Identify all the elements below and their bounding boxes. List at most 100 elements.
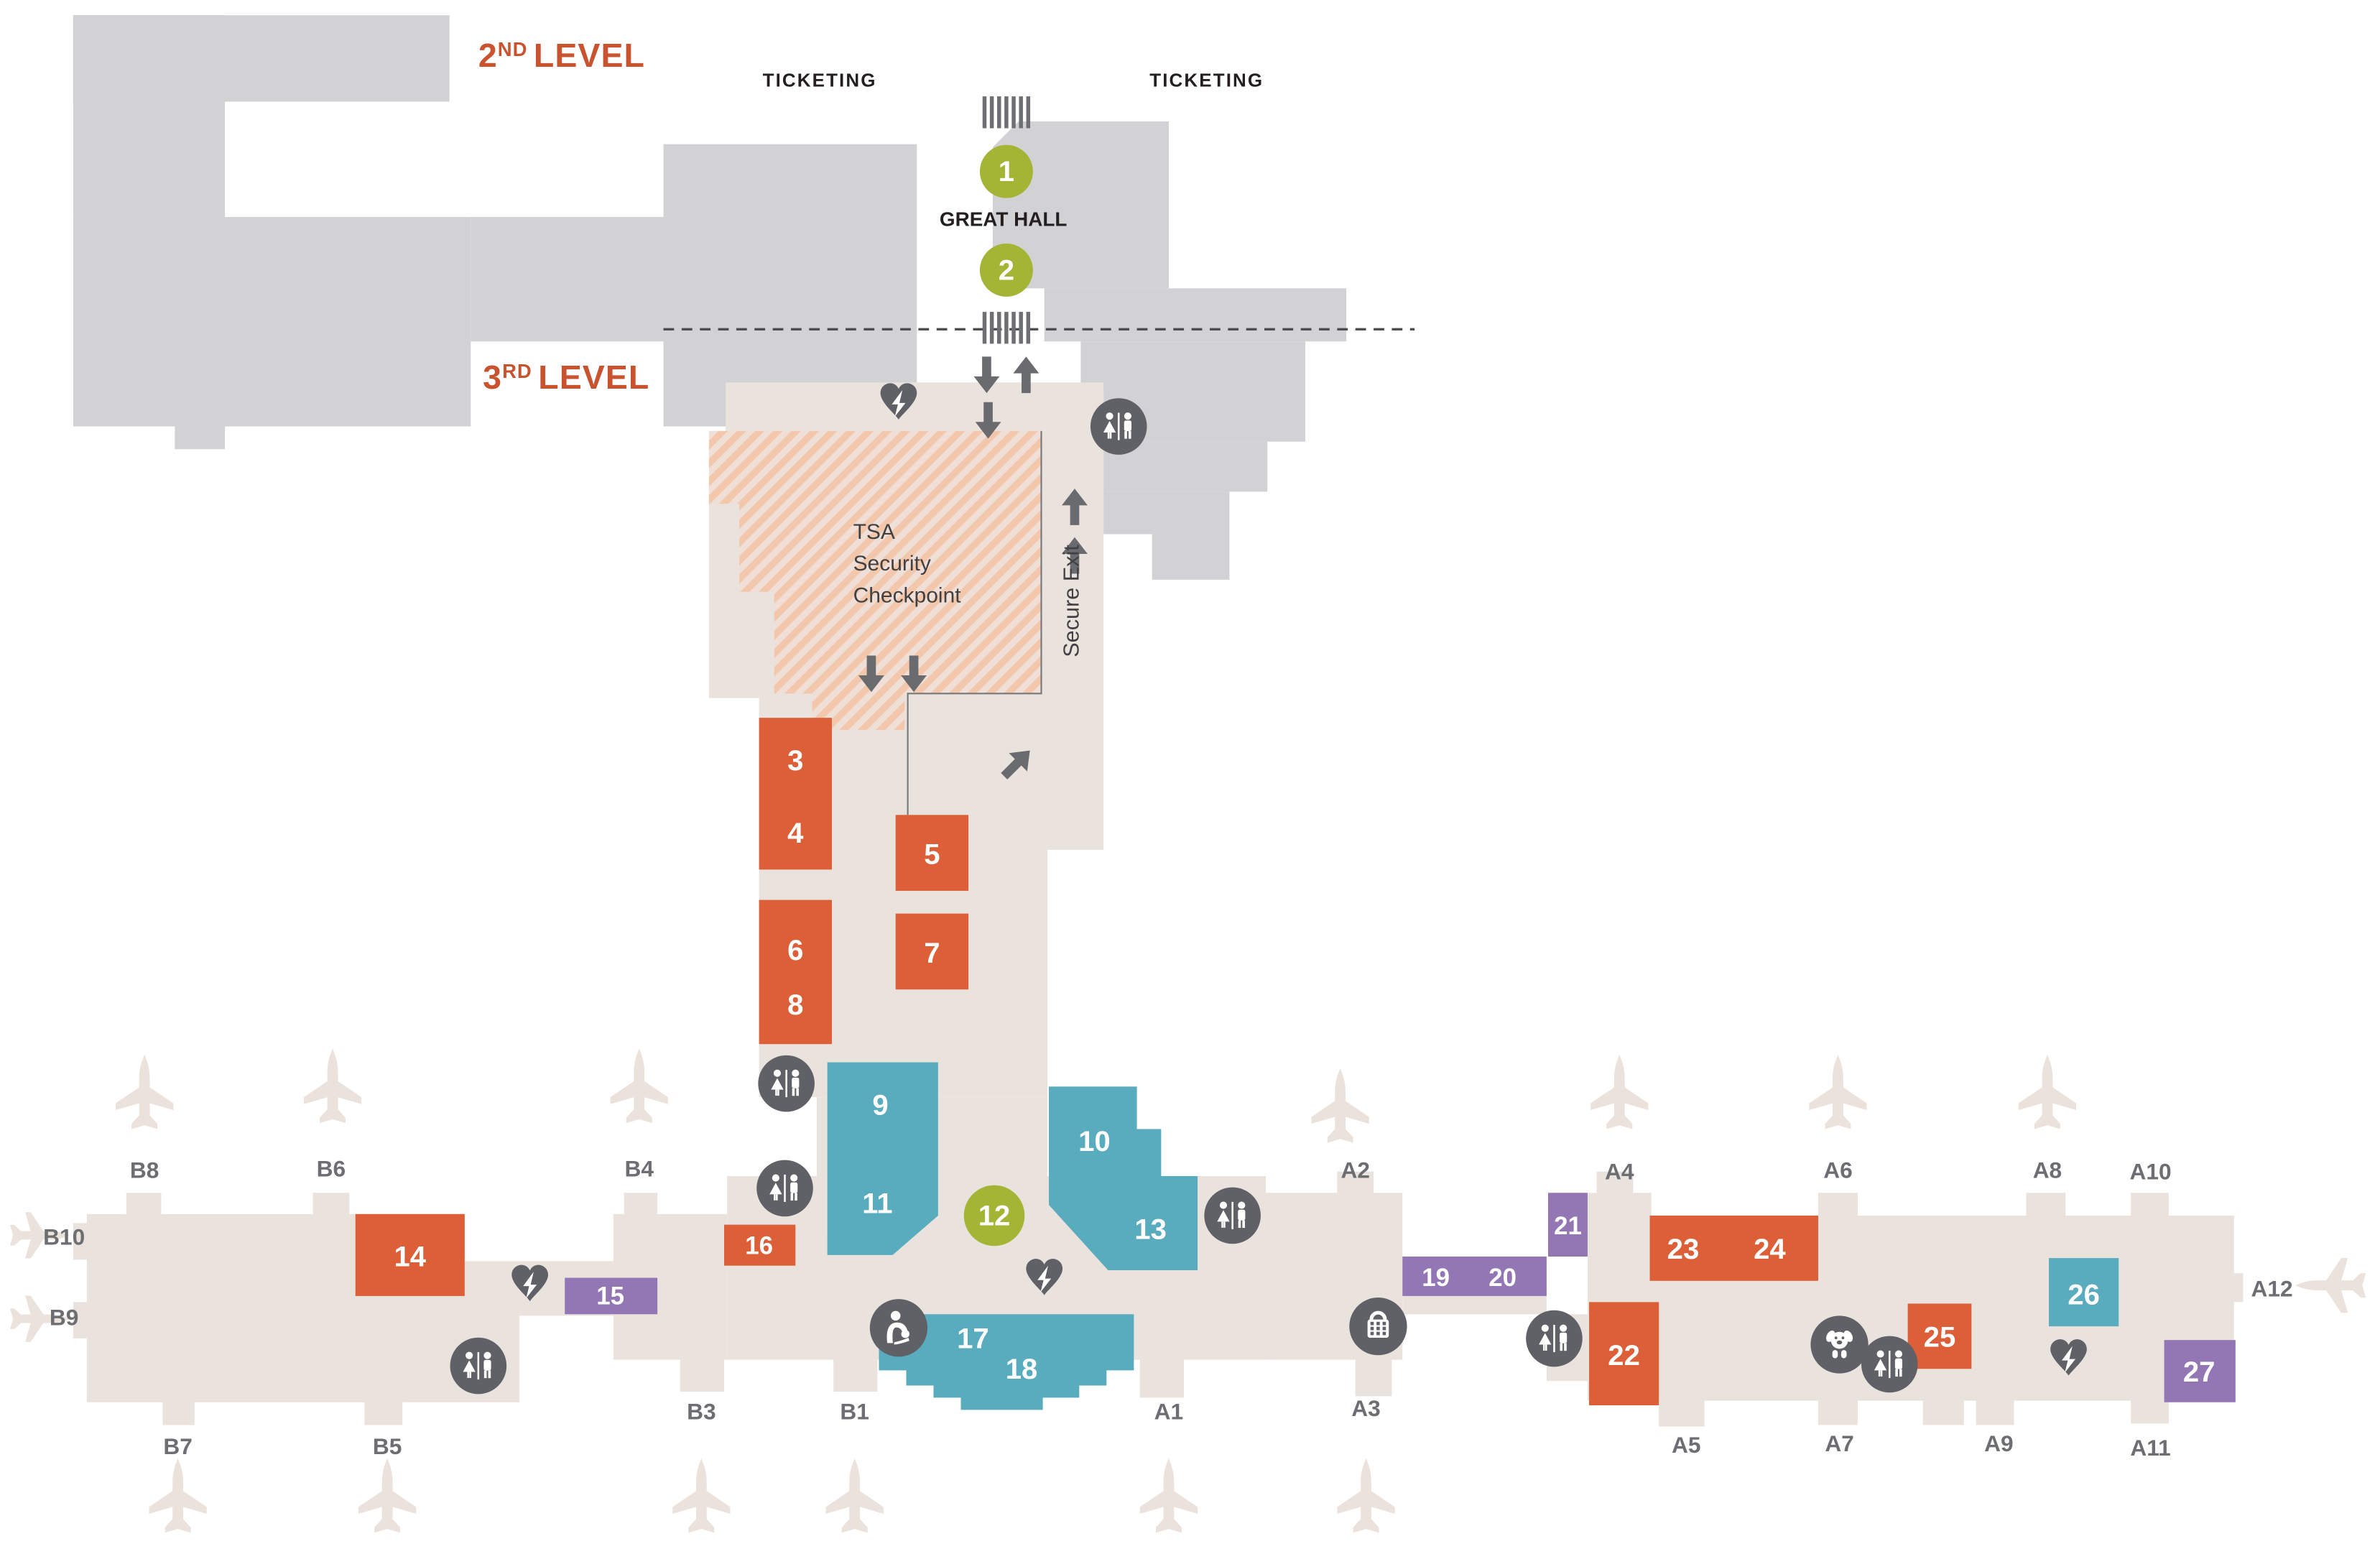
svg-text:Checkpoint: Checkpoint: [853, 584, 962, 608]
marker-14: 14: [355, 1213, 465, 1296]
ticketing-right-label: TICKETING: [1149, 69, 1264, 91]
gate-label-b6: B6: [317, 1155, 346, 1181]
marker-3-4-label: 4: [787, 817, 804, 849]
restroom-icon: [1090, 398, 1147, 455]
airplane-icon: [672, 1458, 731, 1533]
airplane-icon: [358, 1458, 417, 1533]
airplane-icon: [2018, 1055, 2077, 1129]
gate-label-a3: A3: [1351, 1395, 1381, 1421]
secure-exit-label: Secure Exit: [1060, 545, 1084, 657]
direction-arrow-icon: [1062, 537, 1088, 574]
airplane-icon: [9, 1212, 70, 1259]
restroom-icon: [1526, 1310, 1583, 1367]
aed-icon: [511, 1264, 548, 1302]
marker-25-label: 25: [1924, 1321, 1956, 1353]
pet-relief-icon: [1810, 1315, 1869, 1374]
marker-26-label: 26: [2068, 1278, 2100, 1310]
direction-arrow-icon: [1062, 489, 1088, 525]
marker-9-11-label: 9: [872, 1088, 888, 1121]
marker-23-24-label: 24: [1754, 1233, 1786, 1265]
marker-23-24: 23 24: [1649, 1215, 1818, 1281]
direction-arrow-icon: [1013, 356, 1039, 394]
marker-9-11-label: 11: [862, 1188, 892, 1220]
airplane-icon: [1337, 1458, 1395, 1533]
great-hall-label: GREAT HALL: [940, 208, 1068, 231]
marker-1-label: 1: [999, 155, 1014, 188]
airplane-icon: [1311, 1068, 1369, 1143]
aed-icon: [1026, 1259, 1063, 1295]
marker-23-24-label: 23: [1667, 1233, 1700, 1265]
gate-label-a12: A12: [2251, 1275, 2293, 1301]
gate-label-a6: A6: [1823, 1157, 1853, 1183]
aed-icon: [880, 383, 917, 420]
gate-label-b8: B8: [130, 1157, 159, 1183]
marker-15-label: 15: [596, 1282, 624, 1310]
marker-3-4-label: 3: [787, 744, 803, 777]
marker-9-11: 9 11: [827, 1062, 938, 1255]
marker-25: 25: [1907, 1303, 1972, 1369]
marker-12: 12: [963, 1185, 1025, 1247]
gate-label-a8: A8: [2033, 1157, 2062, 1183]
marker-26: 26: [2049, 1258, 2119, 1327]
marker-10-13-label: 13: [1134, 1213, 1167, 1245]
marker-16: 16: [724, 1224, 796, 1266]
marker-17-18-label: 17: [957, 1323, 989, 1355]
direction-arrow-icon: [1001, 750, 1030, 780]
marker-3-4: 34: [759, 718, 832, 870]
restroom-icon: [758, 1055, 815, 1112]
gate-label-a10: A10: [2130, 1159, 2172, 1185]
direction-arrow-icon: [858, 655, 884, 693]
marker-5-label: 5: [924, 838, 940, 871]
airplane-icon: [610, 1048, 668, 1124]
direction-arrow-icon: [975, 402, 1001, 439]
tsa-checkpoint-area: [708, 430, 1042, 731]
marker-6-8-label: 8: [787, 989, 803, 1021]
gate-label-a9: A9: [1984, 1430, 2014, 1456]
marker-5: 5: [895, 815, 969, 891]
marker-21: 21: [1548, 1193, 1588, 1257]
marker-12-label: 12: [978, 1199, 1011, 1231]
gate-label-b3: B3: [687, 1398, 716, 1424]
marker-6-8-label: 6: [787, 934, 803, 966]
gate-label-b4: B4: [624, 1155, 654, 1181]
marker-6-8: 68: [759, 899, 832, 1045]
nursing-icon: [869, 1299, 928, 1357]
direction-arrow-icon: [901, 655, 927, 693]
marker-27: 27: [2164, 1340, 2236, 1402]
gate-label-a2: A2: [1341, 1157, 1370, 1183]
stairs-icon: [982, 312, 1031, 344]
airplane-icon: [9, 1295, 70, 1342]
gate-label-b1: B1: [840, 1398, 869, 1424]
marker-7: 7: [895, 913, 969, 990]
tsa-checkpoint-label: TSA Security Checkpoint: [853, 520, 962, 608]
airplane-icon: [2295, 1257, 2366, 1313]
restroom-icon: [756, 1160, 813, 1217]
gate-label-a5: A5: [1672, 1432, 1701, 1458]
second-level-footprint: [73, 15, 1347, 580]
atm-icon: [1349, 1298, 1407, 1356]
marker-10-13-label: 10: [1078, 1125, 1111, 1157]
svg-text:Security: Security: [853, 552, 931, 575]
airplane-icon: [115, 1055, 174, 1129]
svg-text:TSA: TSA: [853, 520, 895, 544]
gate-label-a7: A7: [1825, 1430, 1854, 1456]
gate-label-a4: A4: [1605, 1159, 1634, 1185]
airplane-icon: [1590, 1055, 1649, 1129]
marker-2-label: 2: [999, 254, 1014, 286]
airplane-icon: [303, 1048, 362, 1124]
airplane-icon: [1809, 1055, 1867, 1129]
tsa-boundary-line: [907, 430, 1042, 815]
stairs-icon: [982, 96, 1031, 129]
restroom-icon: [450, 1337, 507, 1395]
gate-label-b9: B9: [50, 1304, 79, 1330]
direction-arrow-icon: [973, 356, 1000, 394]
marker-15: 15: [565, 1277, 658, 1315]
marker-22-label: 22: [1608, 1339, 1640, 1372]
marker-19-20-label: 19: [1422, 1264, 1450, 1292]
aed-icon: [2050, 1339, 2087, 1376]
